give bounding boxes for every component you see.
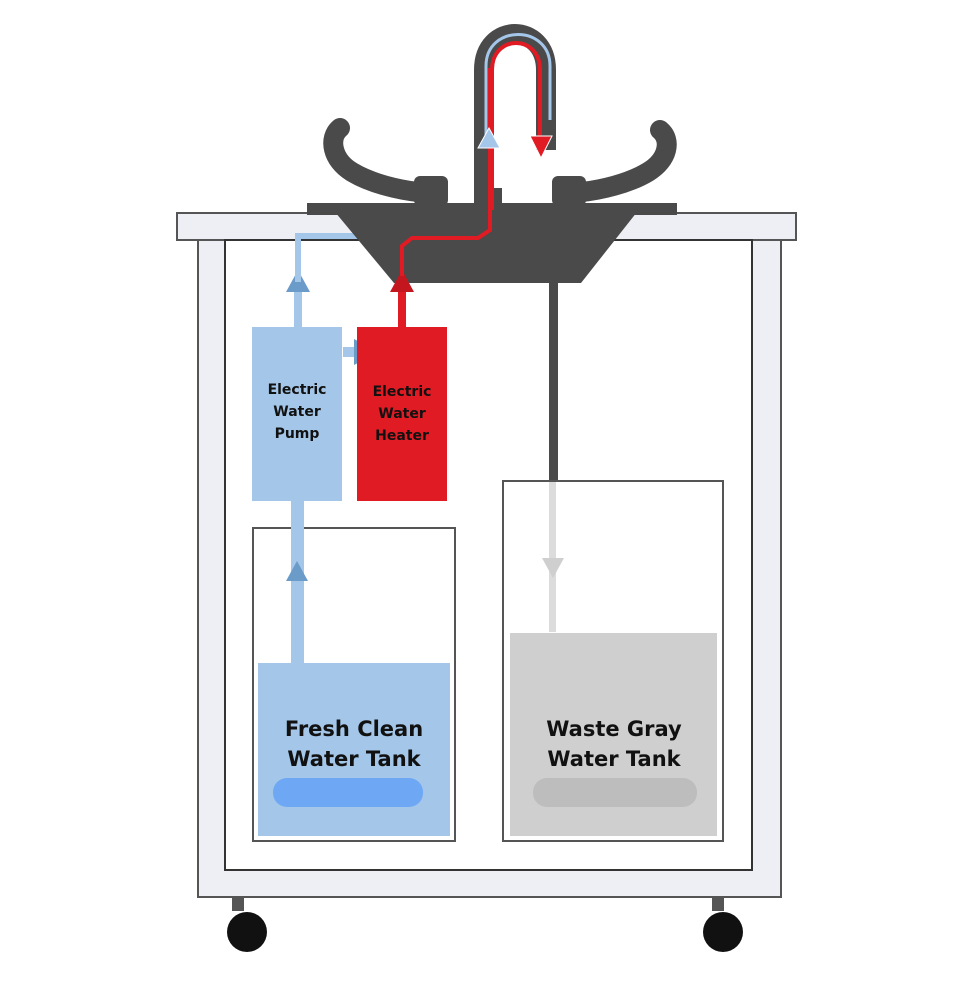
- cold-pipe-spout: [484, 33, 552, 140]
- hot-pipe-spout: [490, 41, 542, 210]
- hot-pipe-heater-up: [398, 286, 406, 328]
- arrow-icon: [477, 126, 501, 149]
- pump-label-line1: Electric: [268, 382, 327, 398]
- arrow-icon: [529, 135, 553, 160]
- pump-label-line3: Pump: [275, 426, 320, 442]
- drain-pipe: [549, 282, 558, 480]
- handle-icon: [323, 118, 428, 202]
- drain-pipe-inside-tank: [549, 482, 556, 632]
- handle-base-left: [414, 176, 448, 206]
- fresh-tank-label-line1: Fresh Clean: [285, 717, 423, 741]
- fresh-tank-label-line2: Water Tank: [287, 747, 421, 771]
- fresh-water-level: [258, 663, 450, 836]
- fresh-tank-indicator: [273, 778, 423, 807]
- wheel-right: [703, 897, 743, 952]
- heater-box: [357, 327, 447, 501]
- arrow-icon: [286, 561, 308, 581]
- handle-base-right: [552, 176, 586, 206]
- waste-water-tank: Waste Gray Water Tank: [502, 480, 724, 842]
- heater-label-line3: Heater: [375, 428, 429, 444]
- arrow-icon: [542, 558, 564, 578]
- wheel-icon: [227, 912, 267, 952]
- waste-tank-label-line1: Waste Gray: [546, 717, 682, 741]
- electric-water-pump: Electric Water Pump: [252, 327, 342, 501]
- caster-bracket-left: [232, 897, 244, 911]
- pump-label-line2: Water: [273, 404, 321, 420]
- fresh-water-tank: Fresh Clean Water Tank: [252, 527, 456, 842]
- handle-icon: [572, 120, 677, 202]
- waste-tank-indicator: [533, 778, 697, 807]
- cold-pipe-pump-to-heater: [343, 347, 361, 357]
- drain-line: [542, 282, 564, 632]
- arrow-icon: [390, 270, 414, 292]
- cold-pipe-tank-to-pump: [291, 500, 304, 665]
- wheel-icon: [703, 912, 743, 952]
- hot-water-line: [390, 33, 553, 328]
- waste-tank-label-line2: Water Tank: [547, 747, 681, 771]
- caster-bracket-right: [712, 897, 724, 911]
- pump-box: [252, 327, 342, 501]
- wheel-left: [227, 897, 267, 952]
- cold-pipe-pump-up: [294, 280, 302, 328]
- heater-label-line1: Electric: [373, 384, 432, 400]
- heater-label-line2: Water: [378, 406, 426, 422]
- sink-basin: [335, 212, 637, 283]
- electric-water-heater: Electric Water Heater: [357, 327, 447, 501]
